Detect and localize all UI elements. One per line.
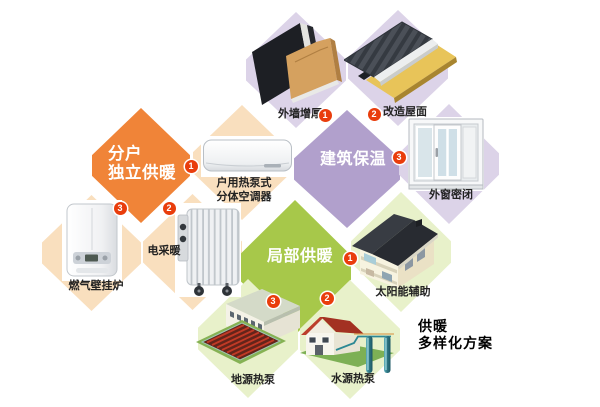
page-title: 供暖 多样化方案 (418, 318, 493, 351)
badge-ac-1: 1 (184, 159, 198, 173)
badge-boiler-3: 3 (113, 201, 127, 215)
badge-window-3: 3 (392, 150, 406, 164)
water-source-image (298, 303, 400, 376)
badge-ground-3: 3 (266, 294, 280, 308)
badge-water-2: 2 (320, 291, 334, 305)
label-window-sealing: 外窗密闭 (429, 189, 473, 201)
label-water-source: 水源热泵 (331, 373, 375, 385)
window-sealing-image (408, 117, 484, 191)
oil-heater-image (175, 203, 241, 297)
label-roof-renovation: 改造屋面 (383, 106, 427, 118)
category-label-building-insulation: 建筑保温 (319, 151, 387, 168)
roof-renovation-image (343, 14, 458, 106)
gas-boiler-image (62, 200, 122, 281)
badge-solar-1: 1 (343, 251, 357, 265)
label-gas-boiler: 燃气壁挂炉 (68, 280, 124, 292)
label-solar-assisted: 太阳能辅助 (375, 286, 431, 298)
category-label-local-heating: 局部供暖 (266, 248, 334, 265)
ac-unit-image (201, 136, 294, 177)
label-heat-pump-ac-line2: 分体空调器 (216, 191, 272, 203)
badge-roof-2: 2 (367, 107, 381, 121)
badge-electric-2: 2 (162, 201, 176, 215)
label-wall-thickening: 外墙增厚 (278, 108, 322, 120)
label-heat-pump-ac-line1: 户用热泵式 (216, 177, 272, 189)
ground-source-image (196, 286, 300, 378)
label-electric-heating: 电采暖 (147, 245, 181, 257)
wall-insulation-image (250, 18, 346, 110)
solar-house-image (352, 208, 438, 290)
badge-wall-1: 1 (318, 108, 332, 122)
label-ground-source: 地源热泵 (231, 374, 275, 386)
category-label-household-heating: 分户 独立供暖 (108, 145, 176, 182)
